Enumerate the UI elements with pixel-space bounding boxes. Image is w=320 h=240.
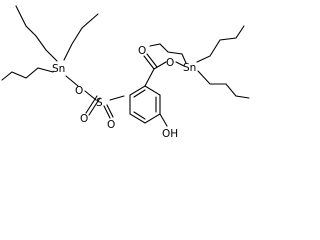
bond-s-o-upper-2 bbox=[88, 97, 101, 116]
bond-sn-o bbox=[65, 75, 79, 87]
butyl-chain-upper-left bbox=[15, 5, 58, 62]
ring-double-bond-1 bbox=[133, 89, 146, 98]
atom-sn-left: Sn bbox=[52, 63, 65, 75]
atom-labels: Sn O S O O O O Sn OH bbox=[52, 45, 196, 140]
sulfonyl-group bbox=[85, 95, 125, 119]
bond-ring-oh bbox=[159, 113, 168, 127]
left-tributyltin-group bbox=[1, 5, 99, 101]
atom-o-carbonyl: O bbox=[138, 45, 146, 57]
ring-double-bond-3 bbox=[133, 111, 146, 120]
butyl-chain-right-upper-left bbox=[149, 43, 187, 64]
bond-c-o-ester bbox=[153, 61, 167, 70]
hydroxy-group bbox=[159, 113, 168, 127]
bond-o-s bbox=[84, 90, 97, 101]
bond-c-o-double-2 bbox=[146, 53, 158, 68]
atom-oh: OH bbox=[162, 128, 178, 140]
butyl-chain-right-lower bbox=[197, 70, 250, 99]
bond-s-o-upper-1 bbox=[85, 95, 98, 114]
atom-sn-right: Sn bbox=[183, 62, 196, 74]
bond-c-o-double-1 bbox=[143, 55, 155, 70]
ring-outline bbox=[129, 85, 161, 124]
atom-o-left: O bbox=[75, 85, 83, 97]
atom-s: S bbox=[96, 97, 103, 109]
bond-ring-carbonyl bbox=[144, 68, 155, 87]
butyl-chain-right-upper-right bbox=[196, 25, 245, 63]
atom-o-sulfonyl-left: O bbox=[80, 113, 88, 125]
atom-o-sulfonyl-bottom: O bbox=[107, 119, 115, 131]
chemical-structure: Sn O S O O O O Sn OH bbox=[1, 5, 250, 140]
right-tributyltin-group bbox=[149, 25, 250, 99]
butyl-chain-upper-right bbox=[63, 13, 99, 61]
bond-s-o-lower-2 bbox=[106, 104, 114, 118]
atom-o-ester: O bbox=[166, 57, 174, 69]
butyl-chain-left bbox=[1, 67, 54, 81]
bond-s-o-lower-1 bbox=[103, 105, 111, 119]
benzene-ring bbox=[129, 85, 161, 124]
bond-s-ring bbox=[109, 95, 125, 101]
bond-o-sn bbox=[175, 61, 185, 67]
carboxylate-group bbox=[143, 53, 185, 87]
